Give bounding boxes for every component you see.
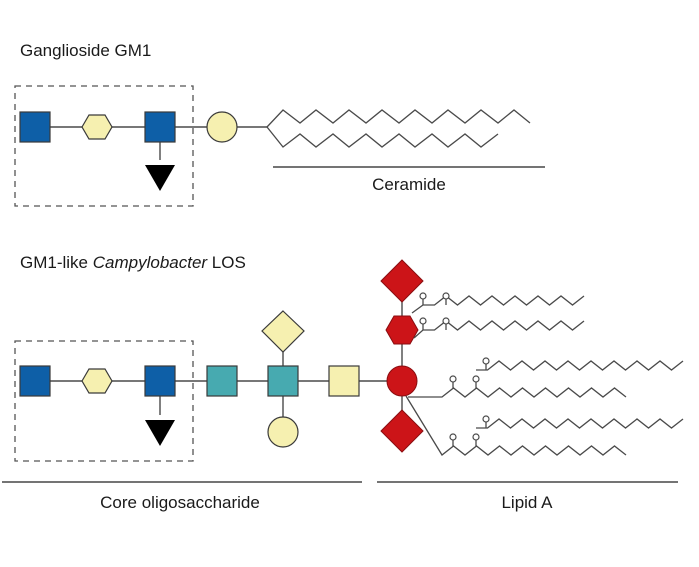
hydroxyl-1a: [419, 292, 427, 300]
hydroxyl-4a: [449, 433, 457, 441]
los-yellow-circle: [267, 416, 299, 448]
hydroxyl-3a: [449, 375, 457, 383]
lipid-a-label: Lipid A: [501, 493, 553, 512]
los-title: GM1-like Campylobacter LOS: [20, 253, 246, 272]
los-blue-square-1: [19, 365, 51, 397]
gm1-title: Ganglioside GM1: [20, 41, 151, 60]
los-black-triangle: [145, 420, 175, 446]
lipid-a-fatty-acid-chains: [405, 292, 684, 456]
los-yellow-diamond: [261, 310, 305, 353]
ceramide-chain-upper: [266, 109, 531, 128]
fatty-acid-chain-4-branch: [476, 418, 684, 429]
los-conserved-box: [14, 340, 194, 462]
lipid-red-diamond-top: [380, 259, 424, 303]
fatty-acid-chain-4: [405, 395, 627, 456]
los-blue-square-2: [144, 365, 176, 397]
gm1-black-triangle: [145, 165, 175, 191]
hydroxyl-3c: [482, 357, 490, 365]
hydroxyl-4c: [482, 415, 490, 423]
hydroxyl-3b: [472, 375, 480, 383]
hydroxyl-2b: [442, 317, 450, 325]
los-teal-square-1: [206, 365, 238, 397]
core-oligosaccharide-label: Core oligosaccharide: [100, 493, 260, 512]
ceramide-chain-lower: [266, 126, 499, 148]
hydroxyl-1b: [442, 292, 450, 300]
gm1-blue-square-2: [144, 111, 176, 143]
hydroxyl-2a: [419, 317, 427, 325]
los-teal-square-2: [267, 365, 299, 397]
gm1-conserved-box: [14, 85, 194, 207]
fatty-acid-chain-1: [411, 295, 585, 314]
los-title-italic: Campylobacter: [93, 253, 209, 272]
lipid-red-circle: [386, 365, 418, 397]
los-yellow-hexagon: [81, 368, 113, 394]
ceramide-label: Ceramide: [372, 175, 446, 194]
los-title-suffix: LOS: [207, 253, 246, 272]
hydroxyl-4b: [472, 433, 480, 441]
gm1-blue-square-1: [19, 111, 51, 143]
lipid-red-hexagon: [385, 315, 419, 345]
los-title-prefix: GM1-like: [20, 253, 93, 272]
gm1-yellow-hexagon: [81, 114, 113, 140]
los-yellow-square: [328, 365, 360, 397]
lipid-red-diamond-bottom: [380, 409, 424, 453]
fatty-acid-chain-3-branch: [476, 360, 684, 371]
fatty-acid-chain-2: [413, 320, 585, 339]
fatty-acid-chain-3: [408, 387, 627, 398]
gm1-yellow-circle: [206, 111, 238, 143]
